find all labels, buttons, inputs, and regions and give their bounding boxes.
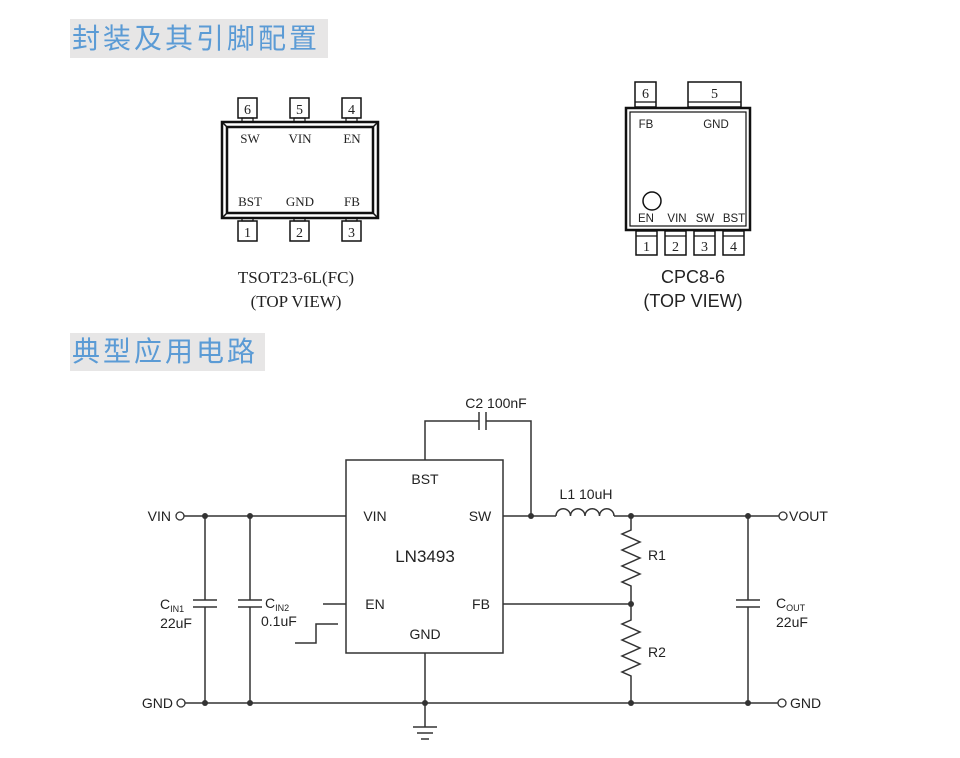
r2-label: R2	[648, 644, 666, 660]
tsot-label-gnd: GND	[286, 194, 314, 209]
tsot-label-fb: FB	[344, 194, 360, 209]
cpc-label-vin: VIN	[667, 213, 686, 225]
vin-terminal	[175, 511, 185, 521]
tsot-view-caption: (TOP VIEW)	[251, 292, 342, 311]
gnd-right-terminal	[777, 698, 787, 708]
tsot-label-en: EN	[343, 131, 361, 146]
cin1-label: CIN1	[160, 596, 184, 614]
cpc-pin-number: 3	[701, 240, 708, 255]
cpc-pin-number: 6	[642, 87, 649, 102]
cpc-pin-1: 1	[635, 230, 658, 256]
cout-capacitor: COUT 22uF	[736, 516, 808, 703]
gnd-right-port-label: GND	[790, 695, 821, 711]
cpc-label-en: EN	[638, 213, 654, 225]
tsot-pin-4: 4	[341, 97, 362, 123]
tsot-pin-number: 6	[244, 103, 251, 118]
r2-resistor: R2	[620, 604, 666, 703]
cpc-body-outer	[624, 106, 752, 232]
l1-label: L1 10uH	[560, 486, 613, 502]
ic-pin-en: EN	[365, 596, 384, 612]
cin2-label: CIN2	[265, 595, 289, 613]
cpc-pin-number: 4	[730, 240, 737, 255]
tsot-pin-number: 2	[296, 226, 303, 241]
cpc8-package-diagram: 6 5 1 2 3	[624, 81, 752, 311]
cpc-pin-number: 5	[711, 87, 718, 102]
tsot-caption: TSOT23-6L(FC)	[238, 268, 354, 287]
ic-pin-fb: FB	[472, 596, 490, 612]
cpc-pin-3: 3	[693, 230, 716, 256]
tsot-body-inner	[225, 125, 375, 215]
cpc-label-sw: SW	[696, 213, 715, 225]
vin-port-label: VIN	[148, 508, 171, 524]
tsot-label-sw: SW	[240, 131, 260, 146]
typical-application-schematic: BST VIN SW LN3493 EN FB GND VIN CIN1 22u…	[142, 395, 828, 740]
cpc-pin-5: 5	[687, 81, 742, 108]
tsot-pin-5: 5	[289, 97, 310, 123]
c2-bootstrap-capacitor: C2 100nF	[424, 395, 532, 516]
cpc-pin-2: 2	[664, 230, 687, 256]
tsot23-package-diagram: 6 5 4 1 2	[220, 97, 380, 311]
cpc-view-caption: (TOP VIEW)	[643, 291, 742, 311]
gnd-left-port-label: GND	[142, 695, 173, 711]
tsot-pin-1: 1	[237, 217, 258, 242]
cpc-caption: CPC8-6	[661, 267, 725, 287]
ic-part-number: LN3493	[395, 547, 455, 566]
heading-package-pinout: 封装及其引脚配置	[70, 19, 328, 58]
tsot-label-vin: VIN	[288, 131, 312, 146]
cpc-pin-number: 2	[672, 240, 679, 255]
c2-label: C2 100nF	[465, 395, 526, 411]
tsot-label-bst: BST	[238, 194, 262, 209]
pin1-marker-circle	[642, 191, 662, 211]
ic-pin-vin: VIN	[363, 508, 386, 524]
tsot-pin-number: 3	[348, 226, 355, 241]
cpc-body-inner	[629, 111, 747, 227]
tsot-pin-number: 4	[348, 103, 355, 118]
tsot-pin-6: 6	[237, 97, 258, 123]
cin2-value: 0.1uF	[261, 613, 297, 629]
cin1-value: 22uF	[160, 615, 192, 631]
cpc-label-bst: BST	[723, 213, 745, 225]
cout-value: 22uF	[776, 614, 808, 630]
cin1-capacitor: CIN1 22uF	[160, 516, 217, 703]
step-signal-icon	[295, 623, 338, 644]
tsot-pin-3: 3	[341, 217, 362, 242]
cpc-label-fb: FB	[639, 119, 654, 131]
tsot-pin-number: 1	[244, 226, 251, 241]
cpc-pin-4: 4	[722, 230, 745, 256]
gnd-left-terminal	[176, 698, 186, 708]
ic-pin-sw: SW	[469, 508, 492, 524]
vout-terminal	[778, 511, 788, 521]
vout-port-label: VOUT	[789, 508, 828, 524]
r1-label: R1	[648, 547, 666, 563]
heading-typical-application: 典型应用电路	[70, 333, 265, 371]
r1-resistor: R1	[620, 516, 666, 604]
cpc-pin-6: 6	[634, 81, 657, 108]
cpc-label-gnd: GND	[703, 119, 729, 131]
ground-icon	[413, 726, 437, 740]
tsot-pin-2: 2	[289, 217, 310, 242]
ic-pin-gnd: GND	[409, 626, 440, 642]
ic-body	[345, 459, 504, 654]
cin2-capacitor: CIN2 0.1uF	[238, 516, 297, 703]
l1-inductor: L1 10uH	[555, 486, 615, 517]
cout-label: COUT	[776, 595, 806, 613]
tsot-pin-number: 5	[296, 103, 303, 118]
cpc-pin-number: 1	[643, 240, 650, 255]
ic-pin-bst: BST	[411, 471, 439, 487]
